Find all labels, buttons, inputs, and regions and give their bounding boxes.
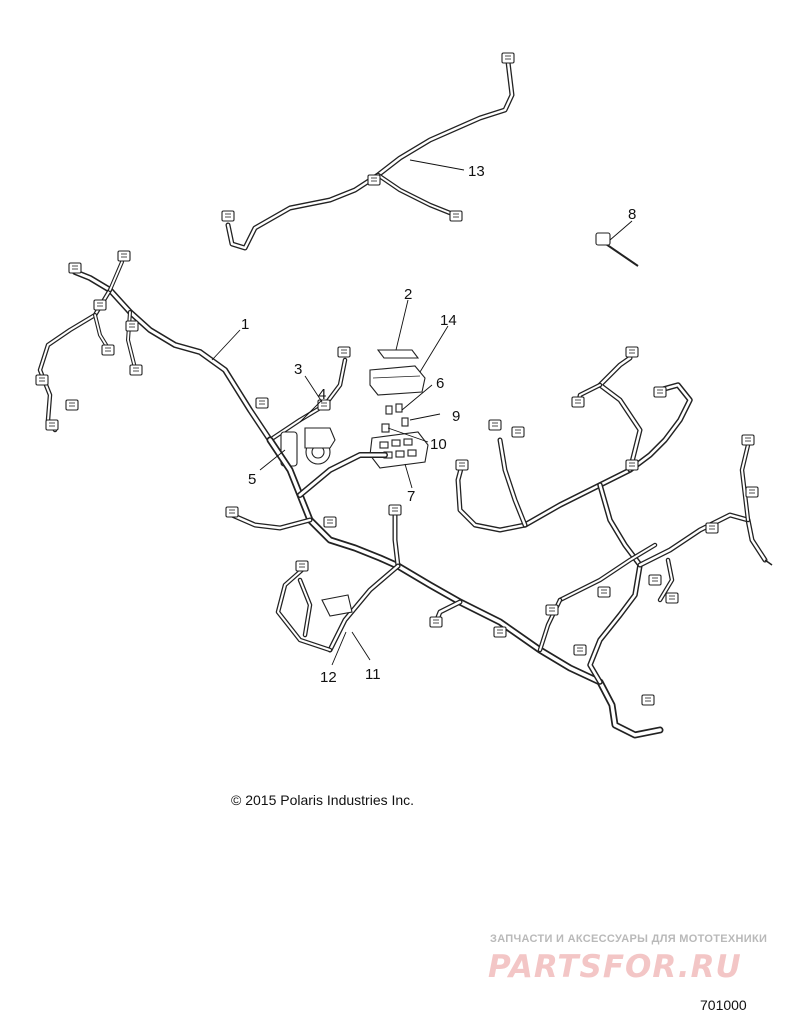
connector-icon bbox=[429, 616, 443, 628]
callout-12: 12 bbox=[320, 669, 337, 686]
connector-icon bbox=[295, 560, 309, 572]
connector-icon bbox=[367, 174, 381, 186]
bracket-item-5 bbox=[280, 427, 336, 467]
connector-icon bbox=[65, 399, 79, 411]
sensor-lead-item-8 bbox=[595, 232, 639, 267]
connector-icon bbox=[705, 522, 719, 534]
connector-icon bbox=[225, 506, 239, 518]
connector-icon bbox=[125, 320, 139, 332]
connector-icon bbox=[648, 574, 662, 586]
connector-icon bbox=[625, 346, 639, 358]
connector-icon bbox=[129, 364, 143, 376]
reference-number: 701000 bbox=[700, 997, 747, 1013]
connector-icon bbox=[545, 604, 559, 616]
connector-icon bbox=[573, 644, 587, 656]
callout-8: 8 bbox=[628, 206, 636, 223]
connector-icon bbox=[45, 419, 59, 431]
connector-icon bbox=[337, 346, 351, 358]
watermark-logo: PARTSFOR.RU bbox=[488, 949, 790, 985]
connector-icon bbox=[93, 299, 107, 311]
callout-4: 4 bbox=[318, 386, 326, 403]
connector-icon bbox=[101, 344, 115, 356]
connector-icon bbox=[455, 459, 469, 471]
callout-14: 14 bbox=[440, 312, 457, 329]
connector-icon bbox=[35, 374, 49, 386]
fuse-box-item-7 bbox=[369, 431, 429, 469]
relay-label-item-2 bbox=[376, 349, 420, 359]
connector-icon bbox=[68, 262, 82, 274]
callout-6: 6 bbox=[436, 375, 444, 392]
callout-3: 3 bbox=[294, 361, 302, 378]
connector-icon bbox=[653, 386, 667, 398]
connector-icon bbox=[641, 694, 655, 706]
callout-13: 13 bbox=[468, 163, 485, 180]
connector-icon bbox=[625, 459, 639, 471]
connector-icon bbox=[501, 52, 515, 64]
connector-icon bbox=[493, 626, 507, 638]
connector-icon bbox=[511, 426, 525, 438]
connector-icon bbox=[449, 210, 463, 222]
callout-9: 9 bbox=[452, 408, 460, 425]
callout-1: 1 bbox=[241, 316, 249, 333]
fuse-items-6-9-10 bbox=[381, 403, 409, 433]
callout-7: 7 bbox=[407, 488, 415, 505]
harness-item-13 bbox=[221, 52, 515, 251]
connector-icon bbox=[488, 419, 502, 431]
connector-icon bbox=[255, 397, 269, 409]
connector-icon bbox=[597, 586, 611, 598]
callout-11: 11 bbox=[365, 666, 381, 683]
callout-2: 2 bbox=[404, 286, 412, 303]
connector-icon bbox=[741, 434, 755, 446]
connector-icon bbox=[388, 504, 402, 516]
callout-10: 10 bbox=[430, 436, 447, 453]
harness-right-side bbox=[455, 346, 773, 685]
connector-icon bbox=[665, 592, 679, 604]
callout-leaders bbox=[211, 159, 633, 666]
harness-main-trunk bbox=[225, 436, 664, 739]
watermark-tagline: ЗАПЧАСТИ И АКСЕССУАРЫ ДЛЯ МОТОТЕХНИКИ bbox=[490, 933, 768, 945]
callout-labels: 1 2 3 4 5 6 7 8 9 10 11 12 13 14 bbox=[241, 163, 636, 686]
watermark-logo-text: PARTSFOR.RU bbox=[488, 949, 742, 985]
connector-icon bbox=[745, 486, 759, 498]
harness-item-1 bbox=[35, 250, 273, 443]
harness-branch-3-4 bbox=[267, 346, 351, 443]
callout-5: 5 bbox=[248, 471, 256, 488]
connector-icon bbox=[571, 396, 585, 408]
connector-icon bbox=[221, 210, 235, 222]
module-item-14 bbox=[369, 365, 426, 396]
connector-icon bbox=[117, 250, 131, 262]
connector-icon bbox=[323, 516, 337, 528]
copyright-text: © 2015 Polaris Industries Inc. bbox=[231, 792, 415, 808]
